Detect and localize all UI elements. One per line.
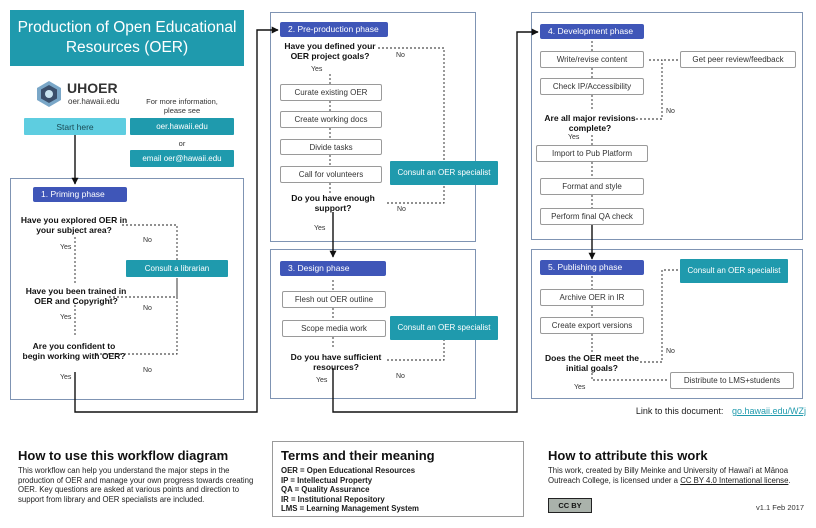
step-import-to-pub-platform[interactable]: Import to Pub Platform xyxy=(536,145,648,162)
step-flesh-out-outline[interactable]: Flesh out OER outline xyxy=(282,291,386,308)
yes-label: Yes xyxy=(314,225,326,232)
step-write-revise-content[interactable]: Write/revise content xyxy=(540,51,644,68)
document-link: Link to this document: go.hawaii.edu/WZj xyxy=(560,406,806,416)
step-scope-media-work[interactable]: Scope media work xyxy=(282,320,386,337)
document-link-label: Link to this document: xyxy=(635,406,724,416)
info-text: For more information, please see xyxy=(146,97,218,115)
no-label: No xyxy=(666,348,675,355)
step-divide-tasks[interactable]: Divide tasks xyxy=(280,139,382,155)
no-label: No xyxy=(143,305,152,312)
attribute-body: This work, created by Billy Meinke and U… xyxy=(548,466,789,485)
attribute-text: This work, created by Billy Meinke and U… xyxy=(548,466,791,485)
phase-4-box xyxy=(531,12,803,240)
yes-label: Yes xyxy=(311,66,323,73)
no-label: No xyxy=(666,108,675,115)
uhoer-logo: UHOER oer.hawaii.edu xyxy=(34,78,144,110)
consult-oer-specialist-button[interactable]: Consult an OER specialist xyxy=(390,316,498,340)
yes-label: Yes xyxy=(60,244,72,251)
logo-name: UHOER xyxy=(67,80,118,96)
yes-label: Yes xyxy=(568,134,580,141)
phase-4-tab: 4. Development phase xyxy=(540,24,644,39)
version-label: v1.1 Feb 2017 xyxy=(756,503,804,512)
attribute-heading: How to attribute this work xyxy=(548,448,708,463)
term-item: QA = Quality Assurance xyxy=(281,485,370,495)
logo-url: oer.hawaii.edu xyxy=(68,97,120,106)
step-create-export-versions[interactable]: Create export versions xyxy=(540,317,644,334)
phase-5-tab: 5. Publishing phase xyxy=(540,260,644,275)
document-link-url[interactable]: go.hawaii.edu/WZj xyxy=(731,406,806,416)
phase-1-tab: 1. Priming phase xyxy=(33,187,127,202)
distribute-to-lms-button[interactable]: Distribute to LMS+students xyxy=(670,372,794,389)
step-call-for-volunteers[interactable]: Call for volunteers xyxy=(280,166,382,183)
step-curate-existing-oer[interactable]: Curate existing OER xyxy=(280,84,382,101)
license-link[interactable]: CC BY 4.0 International license xyxy=(680,475,789,485)
phase-1-question-2: Have you been trained in OER and Copyrig… xyxy=(25,286,127,306)
info-or: or xyxy=(178,139,186,148)
term-item: OER = Open Educational Resources xyxy=(281,466,416,475)
cc-by-badge-text: CC BY xyxy=(558,501,582,510)
consult-oer-specialist-button[interactable]: Consult an OER specialist xyxy=(390,161,498,185)
email-link[interactable]: email oer@hawaii.edu xyxy=(130,150,234,167)
step-archive-oer-in-ir[interactable]: Archive OER in IR xyxy=(540,289,644,306)
phase-3-tab: 3. Design phase xyxy=(280,261,386,276)
phase-1-box xyxy=(10,178,244,400)
phase-2-tab: 2. Pre-production phase xyxy=(280,22,388,37)
step-perform-final-qa-check[interactable]: Perform final QA check xyxy=(540,208,644,225)
phase-2-question-2: Do you have enough support? xyxy=(291,193,375,213)
step-create-working-docs[interactable]: Create working docs xyxy=(280,111,382,128)
step-format-and-style[interactable]: Format and style xyxy=(540,178,644,195)
yes-label: Yes xyxy=(316,377,328,384)
no-label: No xyxy=(396,52,405,59)
no-label: No xyxy=(143,367,152,374)
phase-3-question: Do you have sufficient resources? xyxy=(290,352,382,372)
term-item: LMS = Learning Management System xyxy=(281,504,419,514)
phase-2-question-1: Have you defined your OER project goals? xyxy=(284,41,376,61)
consult-librarian-button[interactable]: Consult a librarian xyxy=(126,260,228,277)
cc-by-badge-icon: CC BY xyxy=(548,498,592,513)
logo-mark-icon xyxy=(37,81,61,107)
terms-list: OER = Open Educational Resources IP = In… xyxy=(281,466,519,514)
consult-oer-specialist-button[interactable]: Consult an OER specialist xyxy=(680,259,788,283)
yes-label: Yes xyxy=(60,374,72,381)
no-label: No xyxy=(396,373,405,380)
phase-1-question-3: Are you confident to begin working with … xyxy=(22,341,126,361)
start-here-button[interactable]: Start here xyxy=(24,118,126,135)
terms-heading: Terms and their meaning xyxy=(281,448,435,463)
website-link[interactable]: oer.hawaii.edu xyxy=(130,118,234,135)
no-label: No xyxy=(143,237,152,244)
no-label: No xyxy=(397,206,406,213)
phase-1-question-1: Have you explored OER in your subject ar… xyxy=(20,215,128,235)
get-peer-review-button[interactable]: Get peer review/feedback xyxy=(680,51,796,68)
yes-label: Yes xyxy=(574,384,586,391)
term-item: IP = Intellectual Property xyxy=(281,475,373,485)
howto-heading: How to use this workflow diagram xyxy=(18,448,229,463)
howto-text: This workflow can help you understand th… xyxy=(18,466,254,504)
terms-box xyxy=(272,441,524,517)
diagram-title: Production of Open Educational Resources… xyxy=(10,10,244,66)
yes-label: Yes xyxy=(60,314,72,321)
term-item: IR = Institutional Repository xyxy=(281,494,385,504)
phase-4-question: Are all major revisions complete? xyxy=(544,113,636,133)
step-check-ip-accessibility[interactable]: Check IP/Accessibility xyxy=(540,78,644,95)
phase-5-question: Does the OER meet the initial goals? xyxy=(545,353,639,373)
